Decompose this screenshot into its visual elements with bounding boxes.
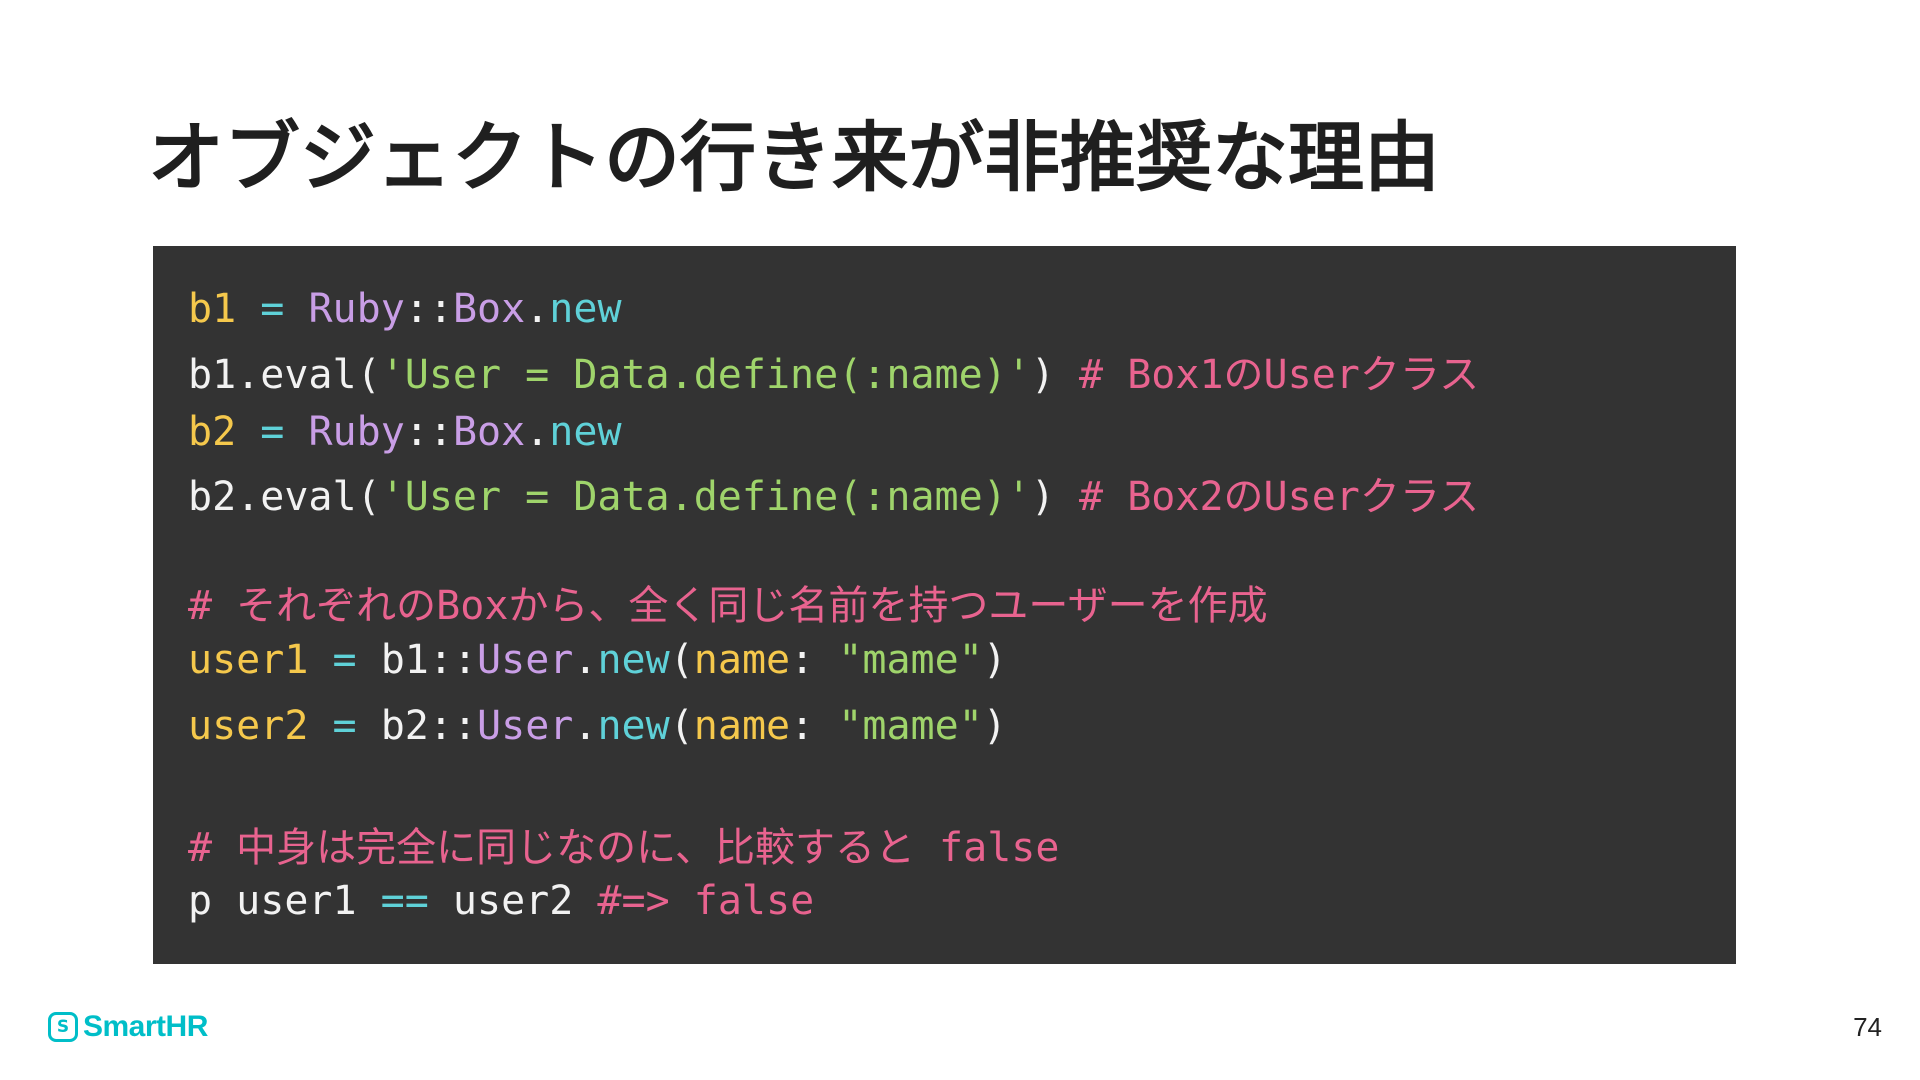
code-operator: =: [332, 703, 357, 749]
code-text: ): [982, 703, 1007, 749]
code-variable: user2: [188, 703, 309, 749]
code-variable: b1: [188, 286, 237, 332]
code-text: ): [982, 637, 1007, 683]
code-constant: Ruby: [308, 286, 405, 332]
code-method: new: [597, 703, 670, 749]
smarthr-logo-icon: S: [48, 1012, 78, 1042]
code-block: b1 = Ruby::Box.new b1.eval('User = Data.…: [153, 246, 1736, 964]
code-operator: =: [260, 286, 285, 332]
code-text: ): [1030, 474, 1080, 520]
code-text: .: [525, 409, 550, 455]
code-comment: # 中身は完全に同じなのに、比較すると false: [188, 825, 1060, 871]
code-text: (: [669, 637, 694, 683]
code-comment: # Box2のUserクラス: [1079, 474, 1480, 520]
code-text: [284, 409, 308, 455]
code-string: 'User = Data.define(:name)': [380, 352, 1031, 398]
code-method: new: [549, 409, 622, 455]
code-method: new: [597, 637, 670, 683]
code-text: ::: [428, 703, 478, 749]
smarthr-logo: S SmartHR: [48, 1010, 208, 1044]
code-constant: Box: [452, 409, 526, 455]
code-method: new: [549, 286, 622, 332]
code-text: b2: [356, 703, 429, 749]
code-text: .: [525, 286, 550, 332]
code-constant: User: [477, 703, 574, 749]
code-line: user1 = b1::User.new(name: "mame"): [188, 630, 1007, 690]
code-text: [236, 286, 260, 332]
code-string: "mame": [838, 637, 983, 683]
code-keyword-arg: name: [693, 637, 791, 683]
code-line: b2.eval('User = Data.define(:name)') # B…: [188, 467, 1479, 527]
code-text: ::: [404, 286, 453, 332]
code-line: b1 = Ruby::Box.new: [188, 279, 622, 339]
code-line: p user1 == user2 #=> false: [188, 871, 814, 931]
page-number: 74: [1853, 1012, 1882, 1042]
code-text: ::: [428, 637, 478, 683]
code-text: :: [790, 637, 839, 683]
code-keyword-arg: name: [693, 703, 791, 749]
code-line: # 中身は完全に同じなのに、比較すると false: [188, 818, 1059, 878]
code-text: ::: [404, 409, 453, 455]
code-constant: Box: [452, 286, 526, 332]
logo-text: SmartHR: [83, 1010, 208, 1043]
slide-title: オブジェクトの行き来が非推奨な理由: [148, 113, 1440, 202]
code-text: [284, 286, 308, 332]
code-variable: user1: [188, 637, 309, 683]
code-operator: =: [260, 409, 285, 455]
code-comment: #=> false: [597, 878, 815, 924]
code-text: [236, 409, 260, 455]
logo-icon-glyph: S: [56, 1016, 70, 1037]
code-text: b2.eval(: [188, 474, 381, 520]
code-line: b1.eval('User = Data.define(:name)') # B…: [188, 345, 1479, 405]
code-text: b1.eval(: [188, 352, 381, 398]
code-line: user2 = b2::User.new(name: "mame"): [188, 696, 1007, 756]
code-text: .: [573, 637, 598, 683]
code-operator: ==: [380, 878, 429, 924]
code-text: user2: [428, 878, 598, 924]
code-constant: User: [477, 637, 574, 683]
code-text: .: [573, 703, 598, 749]
code-line: # それぞれのBoxから、全く同じ名前を持つユーザーを作成: [188, 576, 1268, 636]
code-text: (: [669, 703, 694, 749]
code-operator: =: [332, 637, 357, 683]
code-text: b1: [356, 637, 429, 683]
code-variable: b2: [188, 409, 237, 455]
code-comment: # Box1のUserクラス: [1079, 352, 1480, 398]
code-text: [308, 637, 332, 683]
code-comment: # それぞれのBoxから、全く同じ名前を持つユーザーを作成: [188, 583, 1268, 629]
code-string: "mame": [838, 703, 983, 749]
code-text: ): [1030, 352, 1080, 398]
code-constant: Ruby: [308, 409, 405, 455]
code-text: :: [790, 703, 839, 749]
code-line: b2 = Ruby::Box.new: [188, 402, 622, 462]
code-string: 'User = Data.define(:name)': [380, 474, 1031, 520]
code-text: p user1: [188, 878, 381, 924]
code-text: [308, 703, 332, 749]
